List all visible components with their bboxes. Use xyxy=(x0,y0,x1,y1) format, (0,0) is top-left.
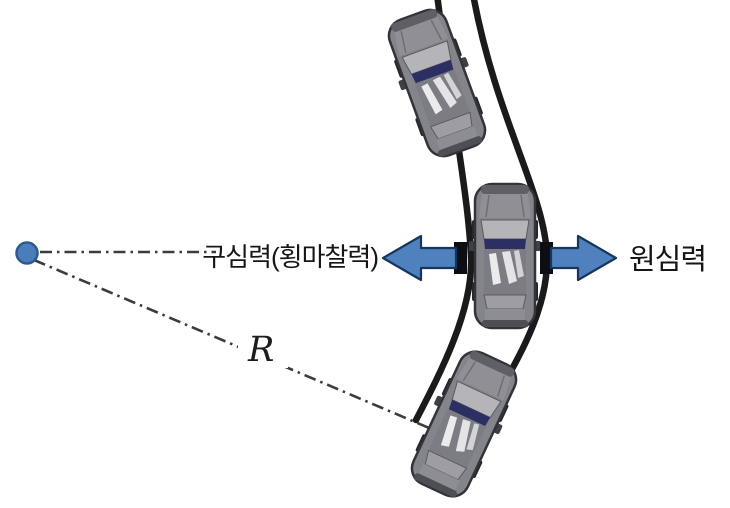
car-middle xyxy=(467,182,543,330)
centripetal-arrow-base-bar xyxy=(454,242,467,274)
centrifugal-right-arrow-icon xyxy=(549,234,618,282)
centripetal-force-label: 구심력(횡마찰력) xyxy=(202,242,378,272)
centripetal-left-arrow-icon xyxy=(381,234,458,282)
rotation-center-dot-icon xyxy=(15,241,39,265)
radius-label: R xyxy=(247,330,274,370)
centrifugal-force-label: 원심력 xyxy=(629,244,706,276)
radius-label-gap xyxy=(238,323,288,368)
centrifugal-arrow-base-bar xyxy=(540,242,553,274)
